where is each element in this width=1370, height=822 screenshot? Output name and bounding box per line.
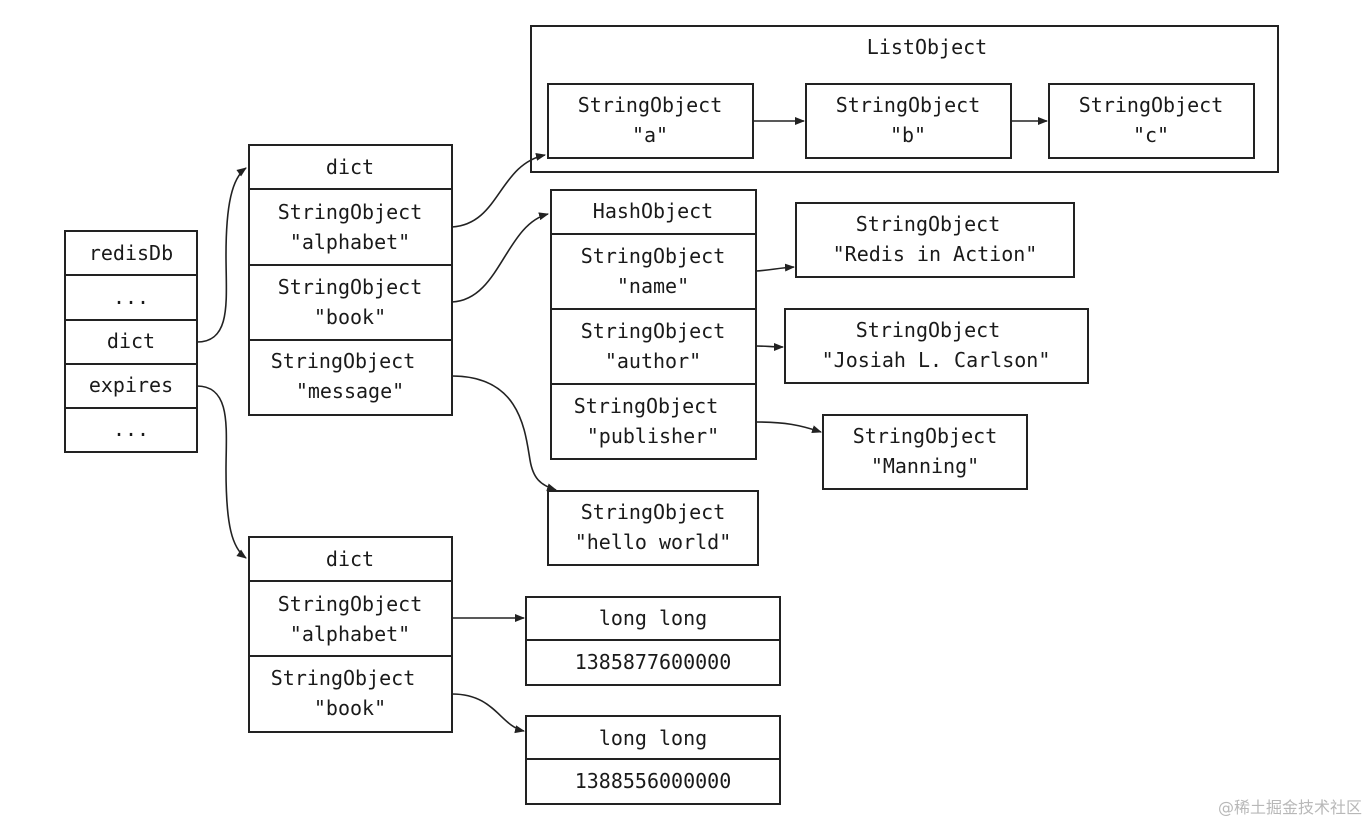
list-item-c (1048, 83, 1255, 159)
redisdb-expires-field: expires (89, 373, 173, 397)
svg-text:"Manning": "Manning" (871, 454, 979, 478)
edge-expires-book-to-value (451, 693, 525, 734)
keyspace-key-alphabet-value: "alphabet" (290, 230, 410, 254)
list-item-b-value: "b" (890, 123, 926, 147)
edge-author-to-value (755, 342, 784, 351)
edge-message-to-value (451, 375, 557, 492)
hash-key-name-value: "name" (617, 274, 689, 298)
expires-key-book-value: "book" (314, 696, 386, 720)
edge-publisher-to-value (755, 421, 822, 433)
redisdb-table: redisDb ... dict expires ... (64, 230, 198, 453)
svg-text:1385877600000: 1385877600000 (575, 650, 732, 674)
svg-text:long long: long long (599, 726, 707, 750)
list-item-b (805, 83, 1012, 159)
watermark: @稀土掘金技术社区 (1217, 798, 1362, 817)
hash-value-publisher: StringObject "Manning" (822, 414, 1028, 490)
hash-value-author: StringObject "Josiah L. Carlson" (784, 308, 1089, 384)
list-object-frame (530, 25, 1279, 173)
redisdb-dict-field: dict (107, 329, 155, 353)
keyspace-dict: dict StringObject "alphabet" StringObjec… (248, 144, 453, 416)
expiry-value-alphabet: long long 1385877600000 (525, 596, 781, 686)
hash-key-author-type: StringObject (581, 319, 726, 343)
keyspace-key-book-value: "book" (314, 305, 386, 329)
svg-text:StringObject: StringObject (853, 424, 998, 448)
expires-key-alphabet-type: StringObject (278, 592, 423, 616)
keyspace-key-book-type: StringObject (278, 275, 423, 299)
edge-name-to-value (755, 263, 795, 272)
list-item-c-type: StringObject (1079, 93, 1224, 117)
keyspace-key-message-value: "message" (296, 379, 404, 403)
edge-alphabet-to-list (451, 152, 546, 228)
expiry-value-book: long long 1388556000000 (525, 715, 781, 805)
keyspace-key-alphabet-type: StringObject (278, 200, 423, 224)
expires-dict-title: dict (326, 547, 374, 571)
svg-text:"hello world": "hello world" (575, 530, 732, 554)
svg-text:1388556000000: 1388556000000 (575, 769, 732, 793)
redisdb-ellipsis-1: ... (113, 285, 149, 309)
expires-key-book-type: StringObject (271, 666, 416, 690)
connectors (196, 117, 1048, 734)
list-object-title: ListObject (867, 35, 987, 59)
message-value: StringObject "hello world" (547, 490, 759, 566)
svg-text:StringObject: StringObject (856, 318, 1001, 342)
redisdb-frame (64, 230, 198, 453)
hash-key-publisher-value: "publisher" (587, 424, 719, 448)
hash-value-name: StringObject "Redis in Action" (795, 202, 1075, 278)
keyspace-key-message-type: StringObject (271, 349, 416, 373)
list-item-a (547, 83, 754, 159)
list-item-c-value: "c" (1133, 123, 1169, 147)
svg-text:long long: long long (599, 606, 707, 630)
hash-key-name-type: StringObject (581, 244, 726, 268)
redisdb-ellipsis-2: ... (113, 417, 149, 441)
expires-dict: dict StringObject "alphabet" StringObjec… (248, 536, 453, 733)
expires-key-alphabet-value: "alphabet" (290, 622, 410, 646)
list-object: ListObject StringObject "a" StringObject… (530, 25, 1279, 173)
svg-text:StringObject: StringObject (856, 212, 1001, 236)
edge-redisdb-to-expires (196, 385, 247, 559)
hash-key-author-value: "author" (605, 349, 701, 373)
list-item-a-type: StringObject (578, 93, 723, 117)
hash-object: HashObject StringObject "name" StringObj… (550, 189, 757, 460)
svg-text:StringObject: StringObject (581, 500, 726, 524)
list-item-a-value: "a" (632, 123, 668, 147)
expires-dict-frame (248, 536, 453, 733)
keyspace-dict-title: dict (326, 155, 374, 179)
hash-object-title: HashObject (593, 199, 713, 223)
hash-key-publisher-type: StringObject (574, 394, 719, 418)
edge-book-to-hash (451, 212, 549, 303)
svg-text:"Redis in Action": "Redis in Action" (833, 242, 1038, 266)
svg-text:"Josiah L. Carlson": "Josiah L. Carlson" (822, 348, 1051, 372)
list-item-b-type: StringObject (836, 93, 981, 117)
edge-redisdb-to-keyspace (196, 167, 247, 343)
redisdb-title: redisDb (89, 241, 173, 265)
